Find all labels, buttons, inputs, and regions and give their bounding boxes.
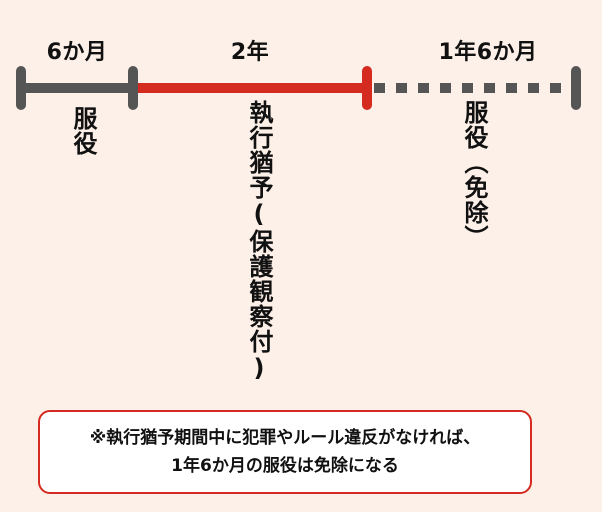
note-box: ※執行猶予期間中に犯罪やルール違反がなければ、 1年6か月の服役は免除になる (38, 410, 532, 494)
segment-bar-suspension (134, 83, 368, 93)
duration-label-1-year-6-months: 1年6か月 (438, 40, 538, 65)
segment-label-exempt: 服役（免除） (460, 100, 488, 250)
note-line-2: 1年6か月の服役は免除になる (171, 456, 399, 476)
tick-end (571, 66, 581, 110)
duration-label-6-months: 6か月 (46, 40, 108, 65)
tick-6-months (128, 66, 138, 110)
note-line-1: ※執行猶予期間中に犯罪やルール違反がなければ、 (89, 428, 481, 448)
duration-label-2-years: 2年 (230, 40, 270, 65)
segment-bar-prison (22, 83, 134, 93)
segment-label-suspension: 執行猶予(保護観察付) (245, 100, 273, 383)
segment-bar-exempt (374, 83, 574, 93)
tick-2-years (362, 66, 372, 110)
tick-start (16, 66, 26, 110)
segment-label-prison: 服役 (69, 106, 97, 156)
